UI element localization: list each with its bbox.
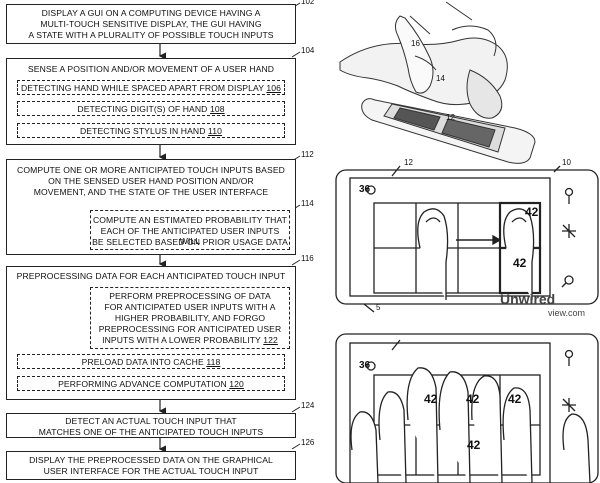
step-112-line3: MOVEMENT, AND THE STATE OF THE USER INTE… <box>33 187 269 197</box>
step-120-label: PERFORMING ADVANCE COMPUTATION 120 <box>58 379 244 389</box>
middle-ref-5: 5 <box>376 303 381 312</box>
step-114-line3: BE SELECTED BASED ON PRIOR USAGE DATA <box>92 237 288 247</box>
step-122-line5: INPUTS WITH A LOWER PROBABILITY 122 <box>102 335 278 345</box>
search-icon <box>564 275 574 285</box>
step-112-line1: COMPUTE ONE OR MORE ANTICIPATED TOUCH IN… <box>17 165 285 175</box>
middle-tile-label-top: 42 <box>525 205 539 219</box>
key-icon <box>564 187 574 197</box>
leader-124 <box>291 406 301 413</box>
status-icon <box>366 185 376 195</box>
step-102-box: DISPLAY A GUI ON A COMPUTING DEVICE HAVI… <box>6 4 296 44</box>
step-122-box: PERFORM PREPROCESSING OF DATA FOR ANTICI… <box>90 287 290 349</box>
step-114-line2: EACH OF THE ANTICIPATED USER INPUTS WILL <box>100 226 280 247</box>
step-102-line1: DISPLAY A GUI ON A COMPUTING DEVICE HAVI… <box>41 8 261 18</box>
bottom-tile-label-4: 42 <box>467 438 481 452</box>
ref-104: 104 <box>301 46 315 55</box>
middle-count-36: 36 <box>359 184 371 195</box>
ref-116: 116 <box>301 254 314 263</box>
step-114-line1: COMPUTE AN ESTIMATED PROBABILITY THAT <box>92 215 288 225</box>
step-122-line2: FOR ANTICIPATED USER INPUTS WITH A <box>104 302 276 312</box>
watermark-line1: Unwired <box>500 291 556 307</box>
finger-right <box>503 208 535 300</box>
step-110-box: DETECTING STYLUS IN HAND 110 <box>17 123 285 138</box>
bottom-tile-label-3: 42 <box>508 392 522 406</box>
step-108-box: DETECTING DIGIT(S) OF HAND 108 <box>17 101 285 116</box>
windows-icon-2 <box>562 398 576 412</box>
middle-ref-12: 12 <box>404 158 413 167</box>
ref-112: 112 <box>301 150 314 159</box>
bottom-count-36: 36 <box>359 360 371 371</box>
motion-arrow-head <box>492 234 502 246</box>
hand-label-16: 16 <box>411 39 420 48</box>
bottom-tile-label-1: 42 <box>424 392 438 406</box>
hand-label-14: 14 <box>436 74 445 83</box>
step-118-label: PRELOAD DATA INTO CACHE 118 <box>81 357 221 367</box>
step-118-box: PRELOAD DATA INTO CACHE 118 <box>17 354 285 369</box>
step-120-box: PERFORMING ADVANCE COMPUTATION 120 <box>17 376 285 391</box>
step-126-line2: USER INTERFACE FOR THE ACTUAL TOUCH INPU… <box>43 466 259 476</box>
step-124-box: DETECT AN ACTUAL TOUCH INPUT THAT MATCHE… <box>6 413 296 438</box>
leader-104 <box>291 51 301 58</box>
step-108-label: DETECTING DIGIT(S) OF HAND 108 <box>77 104 225 114</box>
status-icon-2 <box>366 361 376 371</box>
step-124-line1: DETECT AN ACTUAL TOUCH INPUT THAT <box>65 416 237 426</box>
step-126-box: DISPLAY THE PREPROCESSED DATA ON THE GRA… <box>6 451 296 480</box>
ref-114: 114 <box>301 199 314 208</box>
step-106-label: DETECTING HAND WHILE SPACED APART FROM D… <box>20 83 282 93</box>
middle-tile-label-bottom: 42 <box>513 256 527 270</box>
finger-left <box>417 208 449 300</box>
step-122-line3: HIGHER PROBABILITY, AND FORGO <box>114 313 266 323</box>
windows-icon <box>562 224 576 238</box>
key-icon-2 <box>564 349 574 359</box>
step-112-line2: ON THE SENSED USER HAND POSITION AND/OR <box>48 176 254 186</box>
leader-126 <box>291 443 301 450</box>
hand-label-12: 12 <box>446 113 455 122</box>
step-116-title: PREPROCESSING DATA FOR EACH ANTICIPATED … <box>16 271 286 281</box>
step-102-line2: MULTI-TOUCH SENSITIVE DISPLAY, THE GUI H… <box>40 19 262 29</box>
step-106-box: DETECTING HAND WHILE SPACED APART FROM D… <box>17 80 285 95</box>
ref-124: 124 <box>301 401 315 410</box>
step-110-label: DETECTING STYLUS IN HAND 110 <box>79 126 223 136</box>
step-114-box: COMPUTE AN ESTIMATED PROBABILITY THAT EA… <box>90 210 290 250</box>
step-102-line3: A STATE WITH A PLURALITY OF POSSIBLE TOU… <box>28 30 274 40</box>
step-126-line1: DISPLAY THE PREPROCESSED DATA ON THE GRA… <box>29 455 273 465</box>
bottom-tile-label-2: 42 <box>466 392 480 406</box>
middle-ref-10: 10 <box>562 158 571 167</box>
watermark-line2: view.com <box>548 308 586 318</box>
leader-116 <box>291 259 301 266</box>
step-122-line1: PERFORM PREPROCESSING OF DATA <box>109 291 271 301</box>
step-124-line2: MATCHES ONE OF THE ANTICIPATED TOUCH INP… <box>38 427 264 437</box>
step-122-line4: PREPROCESSING FOR ANTICIPATED USER <box>98 324 282 334</box>
ref-126: 126 <box>301 438 315 447</box>
step-104-title: SENSE A POSITION AND/OR MOVEMENT OF A US… <box>27 64 275 74</box>
ref-102: 102 <box>301 0 315 6</box>
